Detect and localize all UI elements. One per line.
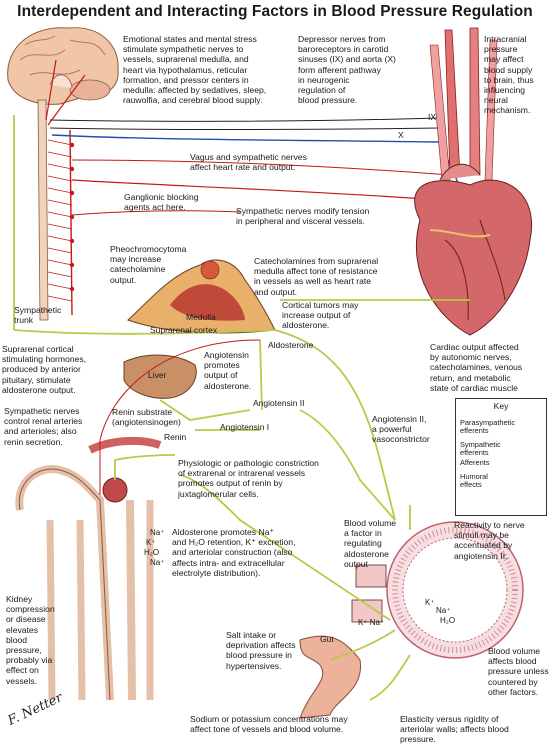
legend-title: Key xyxy=(493,401,509,411)
liver-label: Liver xyxy=(148,370,167,380)
vessel-ion-na: Na⁺ xyxy=(436,606,451,615)
vessel-ion-h2o: H₂O xyxy=(440,616,456,625)
heart-illustration xyxy=(414,163,532,336)
gut-label: Gut xyxy=(320,634,334,644)
cell-ions: K⁺ Na⁺ xyxy=(358,618,385,627)
renin-label: Renin xyxy=(164,432,187,442)
legend-afferents: Afferents xyxy=(460,458,490,467)
aldosterone-label: Aldosterone xyxy=(268,340,314,350)
annotation-renin-substrate: Renin substrate(angiotensinogen) xyxy=(112,407,181,428)
nephron-illustration xyxy=(15,465,154,701)
suprarenal-cortex-label: Suprarenal cortex xyxy=(150,325,218,335)
nerve-x-label: X xyxy=(398,130,404,140)
liver-illustration xyxy=(123,354,197,399)
kidney-ion-k: K⁺ xyxy=(146,538,156,547)
vessel-ion-k: K⁺ xyxy=(425,598,435,607)
nerve-ix-label: IX xyxy=(428,112,437,122)
vessel-cross-section xyxy=(386,521,524,659)
spinal-cord xyxy=(37,99,49,321)
angiotensin-ii-label: Angiotensin II xyxy=(253,398,305,408)
kidney-ion-h2o: H₂O xyxy=(144,548,160,557)
annotation-aldosterone-promotes: Aldosterone promotes Na⁺and H₂O retentio… xyxy=(172,527,296,578)
page-title: Interdependent and Interacting Factors i… xyxy=(17,3,533,20)
brain-illustration xyxy=(7,27,119,105)
renal-arteriole xyxy=(88,436,162,454)
gut-illustration xyxy=(299,635,361,719)
kidney-ion-na2: Na⁺ xyxy=(150,558,165,567)
kidney-ion-na: Na⁺ xyxy=(150,528,165,537)
angiotensin-i-label: Angiotensin I xyxy=(220,422,270,432)
medulla-label: Medulla xyxy=(186,312,216,322)
annotation-angiotensin-ii-vaso: Angiotensin II,a powerful vasoconstricto… xyxy=(372,414,430,445)
